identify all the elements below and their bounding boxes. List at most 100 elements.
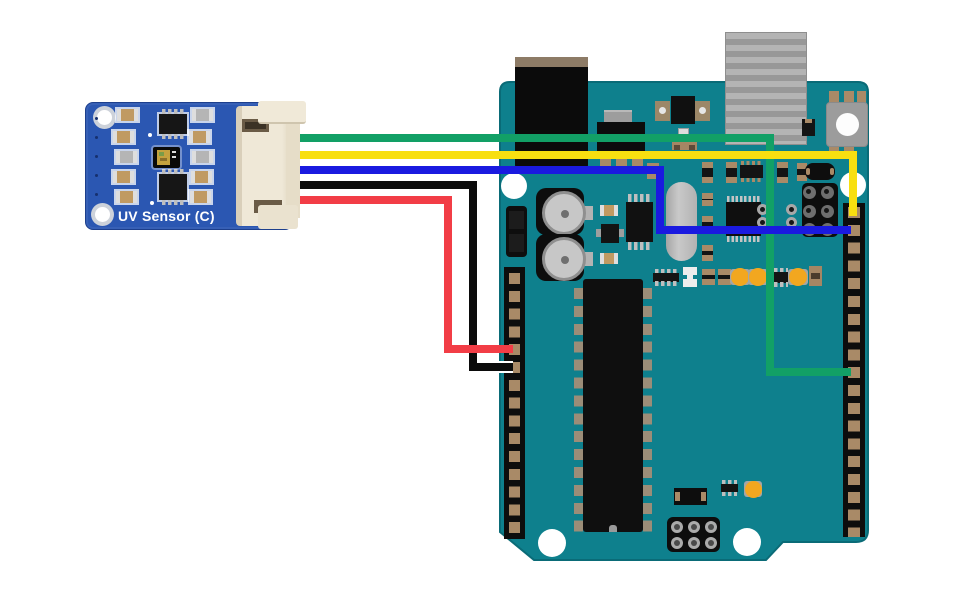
- icsp-pin: [688, 537, 700, 549]
- crystal-oscillator: [666, 182, 697, 261]
- silk-dot: [148, 133, 152, 137]
- smd-capacitor: [702, 193, 713, 206]
- icsp-pin: [821, 186, 834, 199]
- pad: [616, 158, 627, 166]
- pad: [811, 273, 820, 279]
- smd-component: [674, 488, 707, 505]
- ic-legs: [741, 161, 762, 165]
- pad: [830, 168, 834, 175]
- icsp-pin: [821, 205, 834, 218]
- black-component: [506, 206, 527, 257]
- ic-legs: [655, 281, 677, 286]
- mounting-hole: [538, 529, 566, 557]
- smd-tan: [809, 266, 822, 286]
- silk-dot: [150, 201, 154, 205]
- sensor-hole: [97, 110, 112, 125]
- smd-resistor: [190, 191, 211, 203]
- mounting-hole: [733, 528, 761, 556]
- smd-capacitor: [192, 109, 213, 121]
- chip-pins-bottom: [727, 236, 760, 242]
- jst-latch-bottom: [258, 205, 298, 229]
- sensor-label: UV Sensor (C): [118, 208, 215, 224]
- smd-capacitor: [702, 269, 715, 285]
- sensor-hole: [95, 207, 110, 222]
- via: [757, 204, 768, 215]
- ic-legs: [774, 282, 788, 287]
- usb-connector: [725, 32, 807, 145]
- capacitor-lead: [584, 252, 593, 266]
- via: [95, 155, 98, 158]
- regulator-body: [671, 96, 695, 124]
- smd-resistor: [600, 205, 618, 216]
- smd-capacitor: [718, 269, 731, 285]
- smd-resistor: [117, 109, 138, 121]
- smd-capacitor: [192, 151, 213, 163]
- sensor-ic-top: [159, 109, 187, 139]
- regulator-tab-right: [695, 101, 710, 121]
- ic-legs: [162, 134, 184, 139]
- icsp-pin: [671, 521, 683, 533]
- soic8-ic: [626, 194, 653, 250]
- uv-sensor-chip: [153, 147, 180, 168]
- ic-legs: [741, 178, 762, 182]
- smd-diode: [805, 163, 835, 180]
- black-wire: [292, 181, 513, 371]
- smd-capacitor: [726, 162, 737, 183]
- electrolytic-capacitor: [542, 191, 586, 235]
- dip-notch: [609, 525, 617, 532]
- led-power: [789, 268, 807, 286]
- via: [786, 204, 797, 215]
- yellow-wire: [292, 151, 857, 216]
- pad: [674, 145, 680, 150]
- dc-power-jack: [515, 57, 588, 167]
- reset-pin: [857, 91, 866, 104]
- ic-legs: [162, 169, 184, 174]
- regulator-dot-left: [659, 107, 666, 114]
- slot-inner: [245, 122, 266, 129]
- electrolytic-capacitor: [542, 237, 586, 281]
- soic-ic-small: [740, 161, 763, 182]
- reset-button: [826, 102, 868, 147]
- ic-body: [740, 165, 763, 178]
- segment: [687, 274, 693, 280]
- via: [95, 117, 98, 120]
- smd-resistor: [113, 131, 134, 143]
- ic-legs: [628, 242, 651, 250]
- segment: [509, 211, 524, 229]
- via: [757, 217, 768, 228]
- dc-jack-top-stripe: [515, 57, 588, 67]
- pad: [689, 145, 695, 150]
- led-l13: [745, 481, 762, 498]
- smd-resistor: [113, 171, 134, 183]
- reset-pin: [844, 91, 854, 104]
- mounting-hole: [501, 173, 527, 199]
- via: [95, 136, 98, 139]
- smd-resistor: [116, 191, 137, 203]
- transistor-leg: [596, 229, 601, 237]
- smd-resistor: [191, 171, 212, 183]
- segment: [509, 234, 524, 252]
- dip-legs-left: [574, 288, 583, 534]
- dip-legs-right: [643, 288, 652, 534]
- red-wire: [292, 196, 513, 353]
- icsp-pin: [803, 205, 816, 218]
- ic-legs: [628, 194, 651, 202]
- ic-legs: [722, 492, 737, 496]
- ic-legs: [655, 269, 677, 274]
- smd-component: [802, 119, 815, 136]
- smd-capacitor: [702, 216, 713, 232]
- via: [95, 174, 98, 177]
- capacitor-lead: [584, 206, 593, 220]
- smd-capacitor: [777, 162, 788, 183]
- blue-wire: [292, 166, 851, 234]
- ic-body: [626, 202, 653, 242]
- icsp-pin: [705, 537, 717, 549]
- chip-mark: [172, 151, 176, 153]
- dip28-microcontroller: [574, 279, 652, 534]
- left-pin-header: [504, 267, 525, 539]
- green-wire: [292, 134, 851, 376]
- chip-pins-top: [727, 196, 760, 202]
- led-tx: [749, 268, 767, 286]
- icsp-pin: [671, 537, 683, 549]
